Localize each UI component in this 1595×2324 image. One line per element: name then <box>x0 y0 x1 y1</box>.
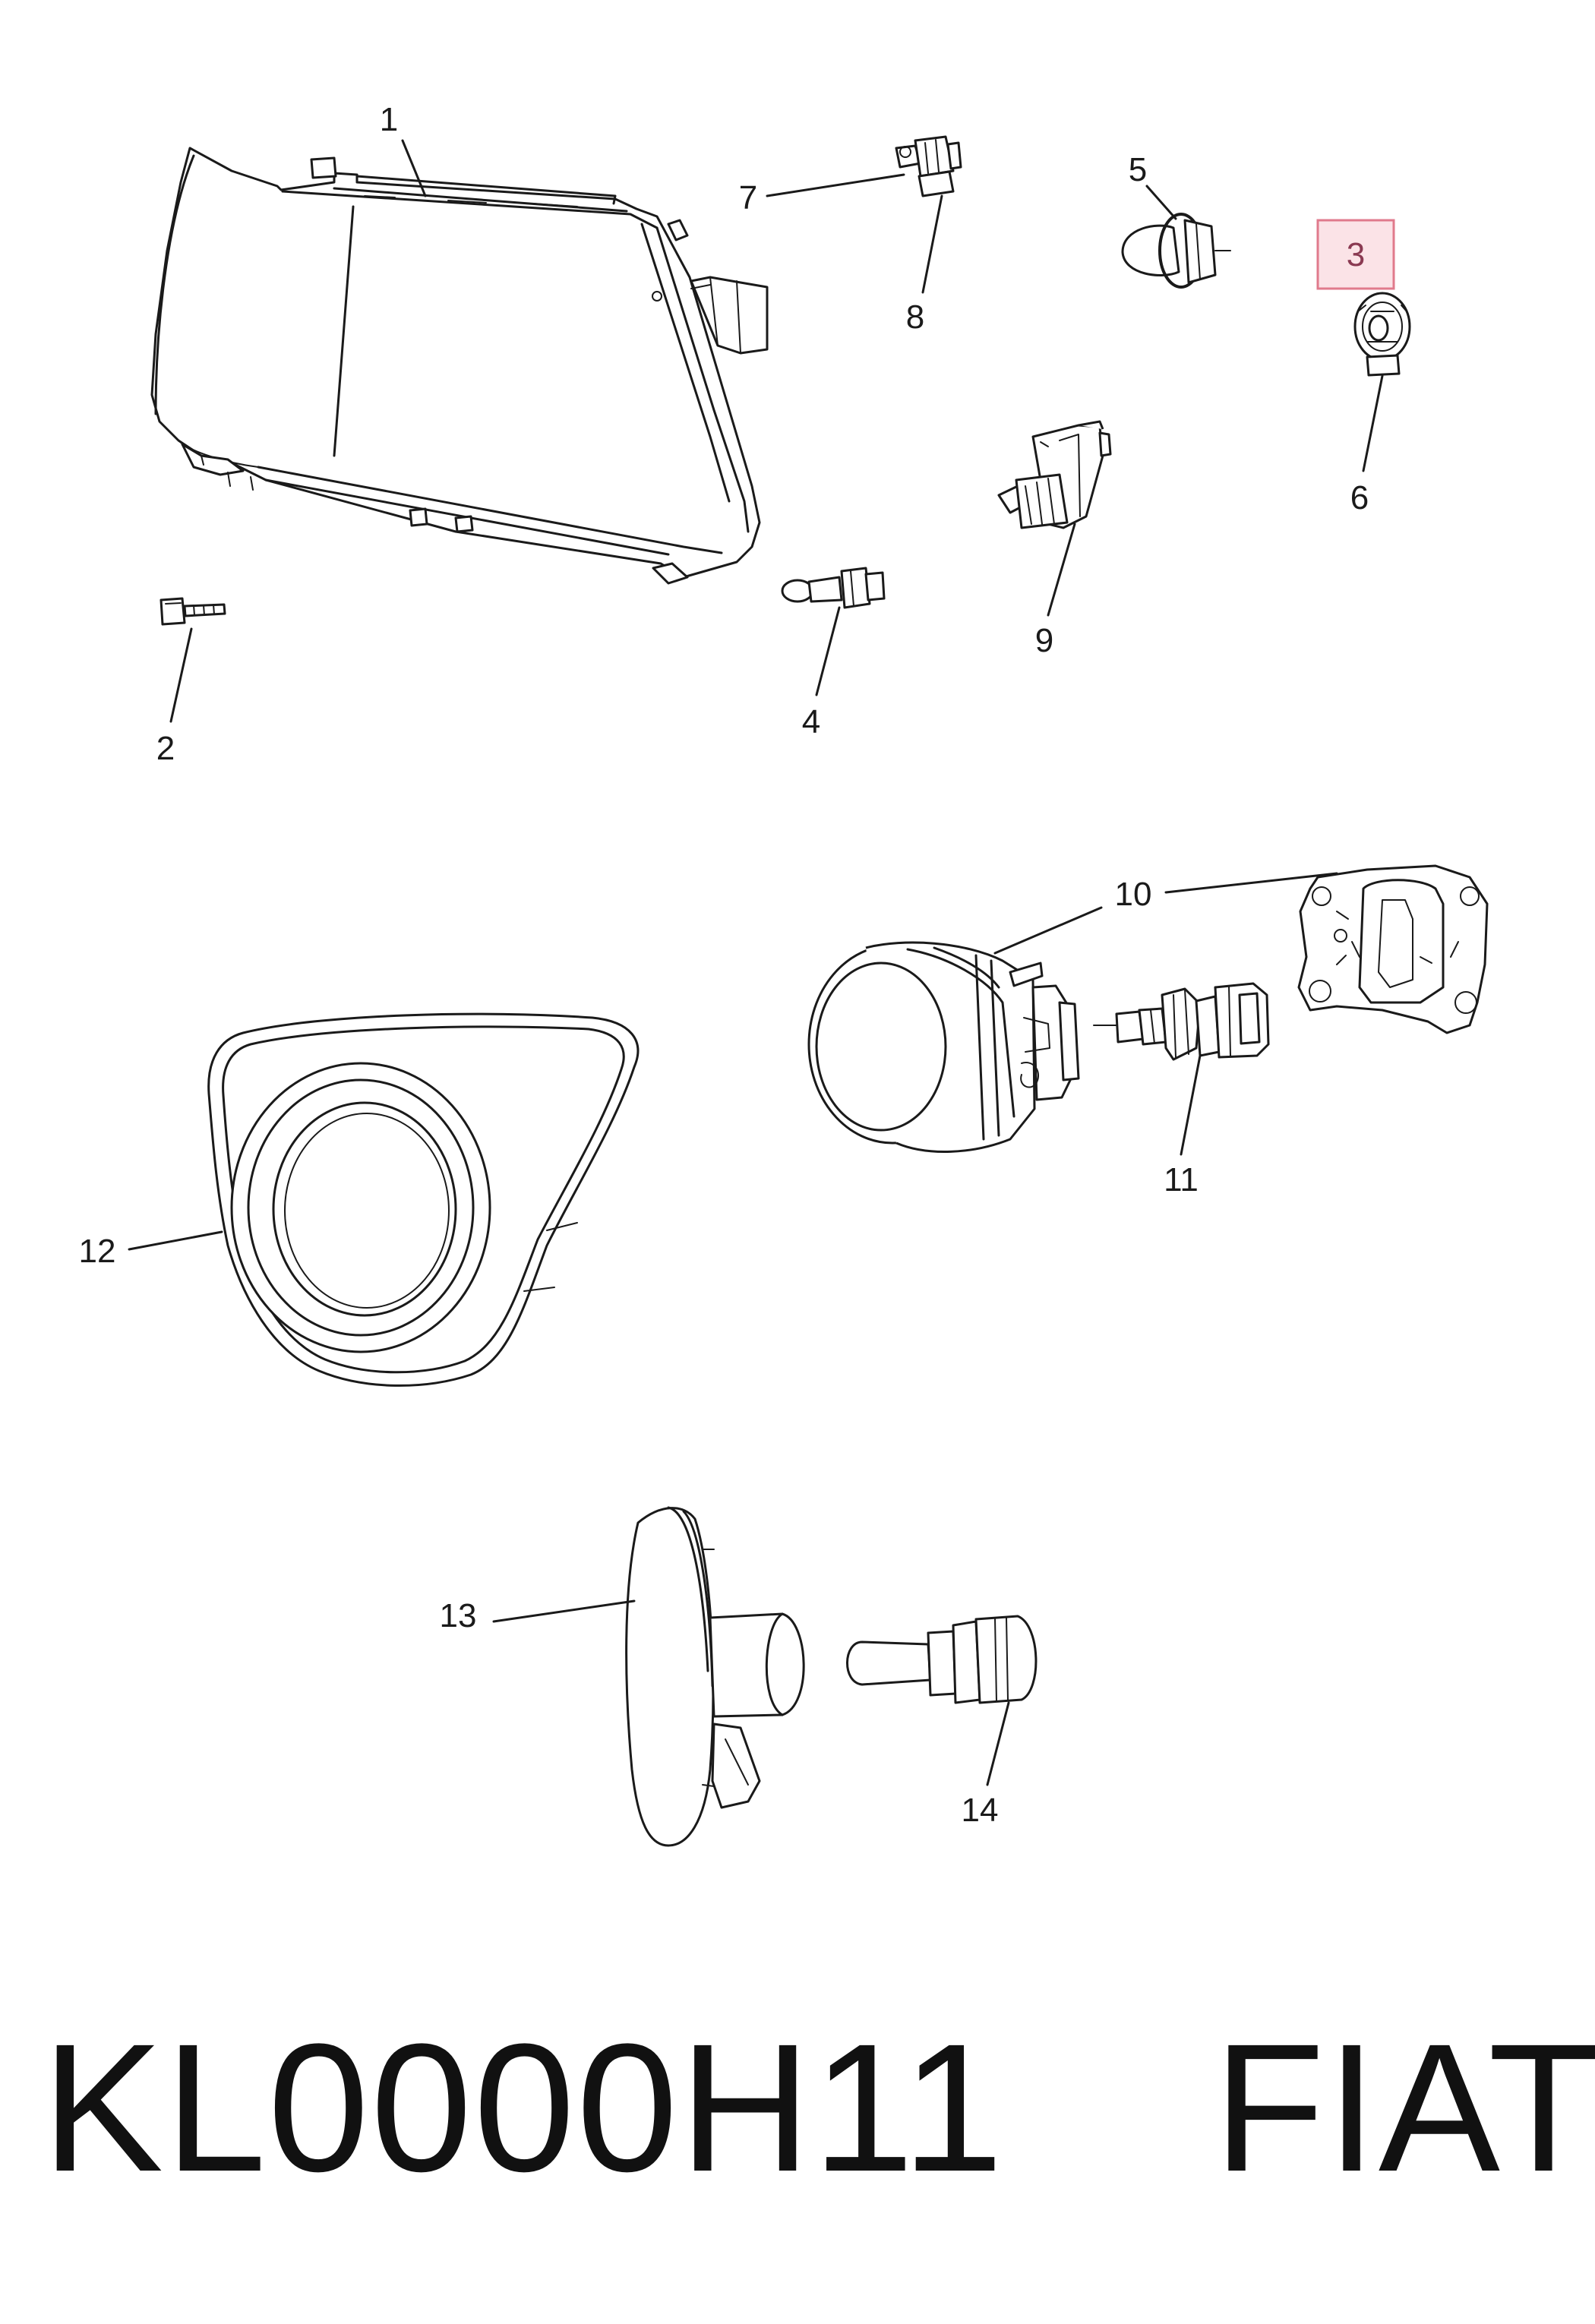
part-headlamp-assembly <box>150 147 769 585</box>
callout-label-13[interactable]: 13 <box>440 1597 477 1634</box>
part-fog-lamp-assembly <box>807 941 1080 1153</box>
callout-line-5 <box>1145 185 1177 220</box>
callout-line-10a <box>993 906 1103 955</box>
callout-line-13 <box>492 1599 636 1623</box>
callout-label-11[interactable]: 11 <box>1164 1161 1199 1198</box>
callout-line-6 <box>1362 374 1384 472</box>
part-screw <box>160 597 226 626</box>
callout-label-1[interactable]: 1 <box>380 101 398 138</box>
callout-line-12 <box>128 1230 223 1251</box>
callout-label-2[interactable]: 2 <box>156 730 175 767</box>
part-capsule-bulb <box>1121 213 1231 289</box>
callout-line-10b <box>1164 872 1338 894</box>
callout-label-12[interactable]: 12 <box>79 1233 116 1270</box>
part-number-brand-caption: KL0000H11 FIAT <box>42 2006 1595 2209</box>
callout-label-7[interactable]: 7 <box>739 179 757 216</box>
callout-label-10[interactable]: 10 <box>1115 876 1152 913</box>
part-wedge-bulb-small <box>781 567 886 609</box>
callout-label-6[interactable]: 6 <box>1350 479 1369 516</box>
part-fog-lamp-bezel <box>207 1012 640 1387</box>
highlight-box-callout-3 <box>1316 219 1395 290</box>
callout-label-5[interactable]: 5 <box>1129 151 1147 188</box>
callout-line-14 <box>986 1701 1010 1786</box>
callout-line-8 <box>921 194 943 294</box>
callout-line-2 <box>169 627 193 723</box>
part-wedge-bulb-socket <box>846 1615 1038 1704</box>
callout-labels: 1 2 3 4 5 6 7 8 9 10 11 12 13 14 <box>79 101 1369 1829</box>
part-leveling-actuator <box>997 420 1112 529</box>
callout-label-14[interactable]: 14 <box>962 1792 999 1829</box>
callout-label-3[interactable]: 3 <box>1347 236 1365 273</box>
callout-line-1 <box>401 139 427 197</box>
callout-label-4[interactable]: 4 <box>802 703 820 740</box>
part-fog-bulb-h11 <box>1093 982 1270 1061</box>
callout-line-11 <box>1180 1054 1202 1156</box>
part-bulb-socket-7-8 <box>895 135 962 197</box>
callout-line-9 <box>1047 523 1076 617</box>
callout-line-4 <box>815 606 841 696</box>
callout-label-8[interactable]: 8 <box>906 298 924 336</box>
part-side-repeater-lamp <box>625 1506 805 1847</box>
callout-leader-lines <box>128 139 1390 1786</box>
part-fog-lamp-bracket <box>1297 864 1489 1034</box>
part-bulb-socket-3-6 <box>1353 292 1411 377</box>
callout-line-7 <box>766 173 905 197</box>
callout-label-9[interactable]: 9 <box>1035 622 1053 659</box>
